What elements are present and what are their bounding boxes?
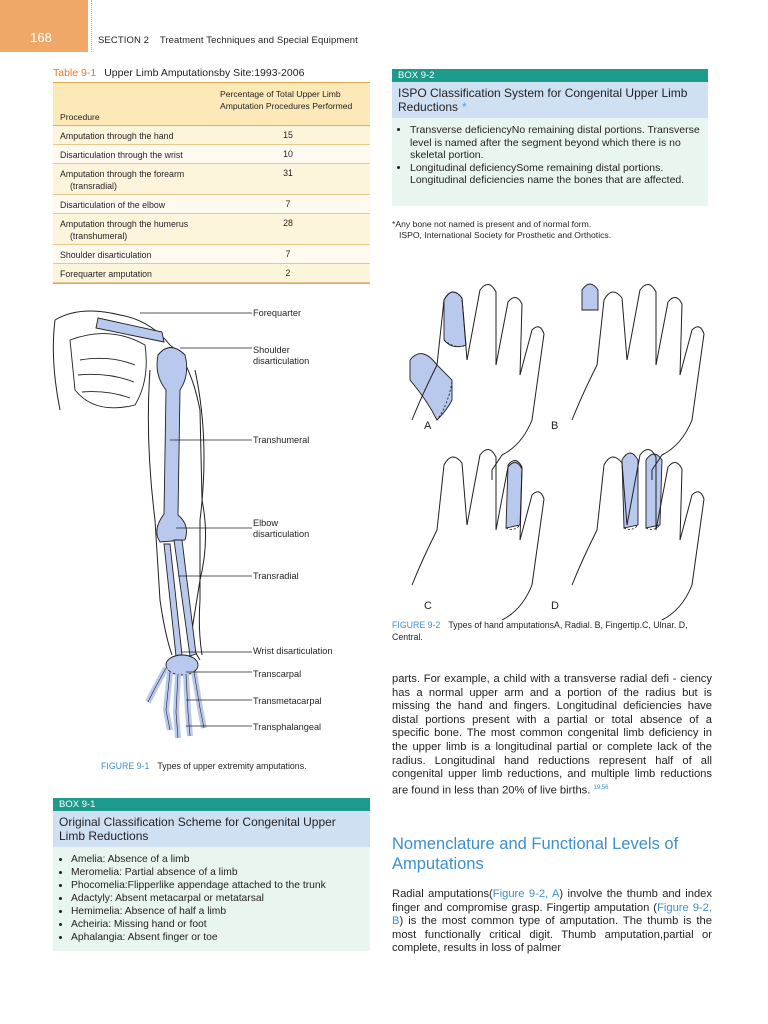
arm-skeleton-figure — [52, 310, 252, 739]
list-item: Aphalangia: Absent finger or toe — [71, 931, 364, 944]
percentage-cell: 31 — [283, 168, 293, 178]
box-title-text: ISPO Classification System for Congenita… — [398, 86, 688, 114]
amputation-table: Procedure Percentage of Total Upper Limb… — [53, 82, 370, 284]
table-header: Procedure Percentage of Total Upper Limb… — [53, 83, 370, 126]
table-row: Amputation through the hand 15 — [53, 126, 370, 145]
label-line: Shoulder — [253, 345, 290, 355]
procedure-subtext: (transhumeral) — [70, 231, 128, 241]
list-item: Meromelia: Partial absence of a limb — [71, 866, 364, 879]
hand-label-b: B — [551, 420, 559, 432]
label-line: Elbow — [253, 518, 279, 528]
table-row: Disarticulation through the wrist 10 — [53, 145, 370, 164]
box-label: BOX 9-2 — [392, 69, 708, 82]
figure-number: FIGURE 9-1 — [101, 761, 150, 771]
box-9-1: BOX 9-1 Original Classification Scheme f… — [53, 798, 370, 951]
paragraph-text: Radial amputations( — [392, 888, 493, 900]
procedure-cell: Amputation through the humerus (transhume… — [60, 218, 230, 242]
body-paragraph: Radial amputations(Figure 9-2, A) involv… — [392, 888, 712, 956]
table-title: Upper Limb Amputationsby Site:1993-2006 — [104, 67, 305, 79]
list-item: Amelia: Absence of a limb — [71, 853, 364, 866]
procedure-cell: Amputation through the forearm (transradi… — [60, 168, 230, 192]
procedure-cell: Amputation through the hand — [60, 130, 230, 142]
procedure-cell: Disarticulation of the elbow — [60, 199, 230, 211]
list-item: Longitudinal deficiencySome remaining di… — [410, 162, 702, 187]
box-title: ISPO Classification System for Congenita… — [392, 82, 708, 118]
hand-amputation-figure — [409, 283, 705, 620]
procedure-name: Amputation through the forearm — [60, 169, 185, 179]
label-transmetacarpal: Transmetacarpal — [253, 696, 322, 706]
percentage-cell: 2 — [285, 268, 291, 278]
procedure-name: Disarticulation of the elbow — [60, 200, 166, 210]
caption-text: Types of hand amputationsA, Radial. B, F… — [392, 620, 688, 642]
procedure-name: Amputation through the hand — [60, 131, 174, 141]
body-paragraph: parts. For example, a child with a trans… — [392, 673, 712, 798]
table-row: Amputation through the forearm (transradi… — [53, 164, 370, 195]
list-item: Hemimelia: Absence of half a limb — [71, 905, 364, 918]
percentage-cell: 10 — [283, 149, 293, 159]
header-percentage: Percentage of Total Upper Limb Amputatio… — [220, 89, 353, 111]
table-row: Amputation through the humerus (transhume… — [53, 214, 370, 245]
table-row: Disarticulation of the elbow 7 — [53, 195, 370, 214]
table-row: Forequarter amputation 2 — [53, 264, 370, 283]
label-transhumeral: Transhumeral — [253, 435, 310, 445]
procedure-cell: Disarticulation through the wrist — [60, 149, 230, 161]
box-title: Original Classification Scheme for Conge… — [53, 811, 370, 847]
page-tab — [0, 0, 88, 52]
box-footnote: *Any bone not named is present and of no… — [392, 219, 708, 241]
running-head: SECTION 2 Treatment Techniques and Speci… — [98, 35, 358, 46]
table-row: Shoulder disarticulation 7 — [53, 245, 370, 264]
paragraph-text: ) is the most common type of amputation.… — [392, 915, 712, 955]
percentage-cell: 28 — [283, 218, 293, 228]
label-line: disarticulation — [253, 356, 310, 366]
procedure-cell: Shoulder disarticulation — [60, 249, 230, 261]
hand-label-d: D — [551, 600, 559, 612]
list-item: Adactyly: Absent metacarpal or metatarsa… — [71, 892, 364, 905]
figure-link[interactable]: Figure 9-2, B — [392, 901, 712, 928]
hand-label-c: C — [424, 600, 432, 612]
list-item: Acheiria: Missing hand or foot — [71, 918, 364, 931]
footnote-marker: * — [462, 100, 467, 114]
box-label: BOX 9-1 — [53, 798, 370, 811]
reference-superscript: 19,56 — [593, 784, 609, 791]
percentage-cell: 7 — [285, 199, 291, 209]
list-item: Transverse deficiencyNo remaining distal… — [410, 124, 702, 162]
figure-number: FIGURE 9-2 — [392, 620, 441, 630]
procedure-subtext: (transradial) — [70, 181, 117, 191]
header-divider — [91, 0, 92, 52]
footnote-line: ISPO, International Society for Prosthet… — [399, 230, 612, 240]
list-item: Phocomelia:Flipperlike appendage attache… — [71, 879, 364, 892]
figure-link[interactable]: Figure 9-2, A — [492, 888, 560, 900]
percentage-cell: 15 — [283, 130, 293, 140]
footnote-line: *Any bone not named is present and of no… — [392, 219, 592, 229]
label-wrist: Wrist disarticulation — [253, 646, 333, 656]
paragraph-text: parts. For example, a child with a trans… — [392, 673, 712, 797]
procedure-name: Forequarter amputation — [60, 269, 152, 279]
percentage-cell: 7 — [285, 249, 291, 259]
box-body: Transverse deficiencyNo remaining distal… — [392, 118, 708, 206]
page-number: 168 — [30, 30, 52, 45]
label-line: disarticulation — [253, 529, 310, 539]
caption-text: Types of upper extremity amputations. — [157, 761, 307, 771]
label-forequarter: Forequarter — [253, 308, 302, 318]
header-procedure: Procedure — [60, 112, 100, 122]
box-9-2: BOX 9-2 ISPO Classification System for C… — [392, 69, 708, 206]
table-caption: Table 9-1 Upper Limb Amputationsby Site:1… — [53, 67, 304, 79]
procedure-name: Disarticulation through the wrist — [60, 150, 183, 160]
figure-9-1-caption: FIGURE 9-1 Types of upper extremity amput… — [101, 760, 307, 772]
procedure-cell: Forequarter amputation — [60, 268, 230, 280]
label-transradial: Transradial — [253, 571, 299, 581]
section-heading: Nomenclature and Functional Levels of Am… — [392, 835, 679, 873]
procedure-name: Shoulder disarticulation — [60, 250, 152, 260]
paragraph-text: ) involve the thumb and index finger and… — [392, 888, 712, 914]
box-body: Amelia: Absence of a limb Meromelia: Par… — [53, 847, 370, 951]
hand-label-a: A — [424, 420, 432, 432]
label-transcarpal: Transcarpal — [253, 669, 302, 679]
procedure-name: Amputation through the humerus — [60, 219, 189, 229]
table-number: Table 9-1 — [53, 67, 97, 79]
label-transphalangeal: Transphalangeal — [253, 722, 322, 732]
